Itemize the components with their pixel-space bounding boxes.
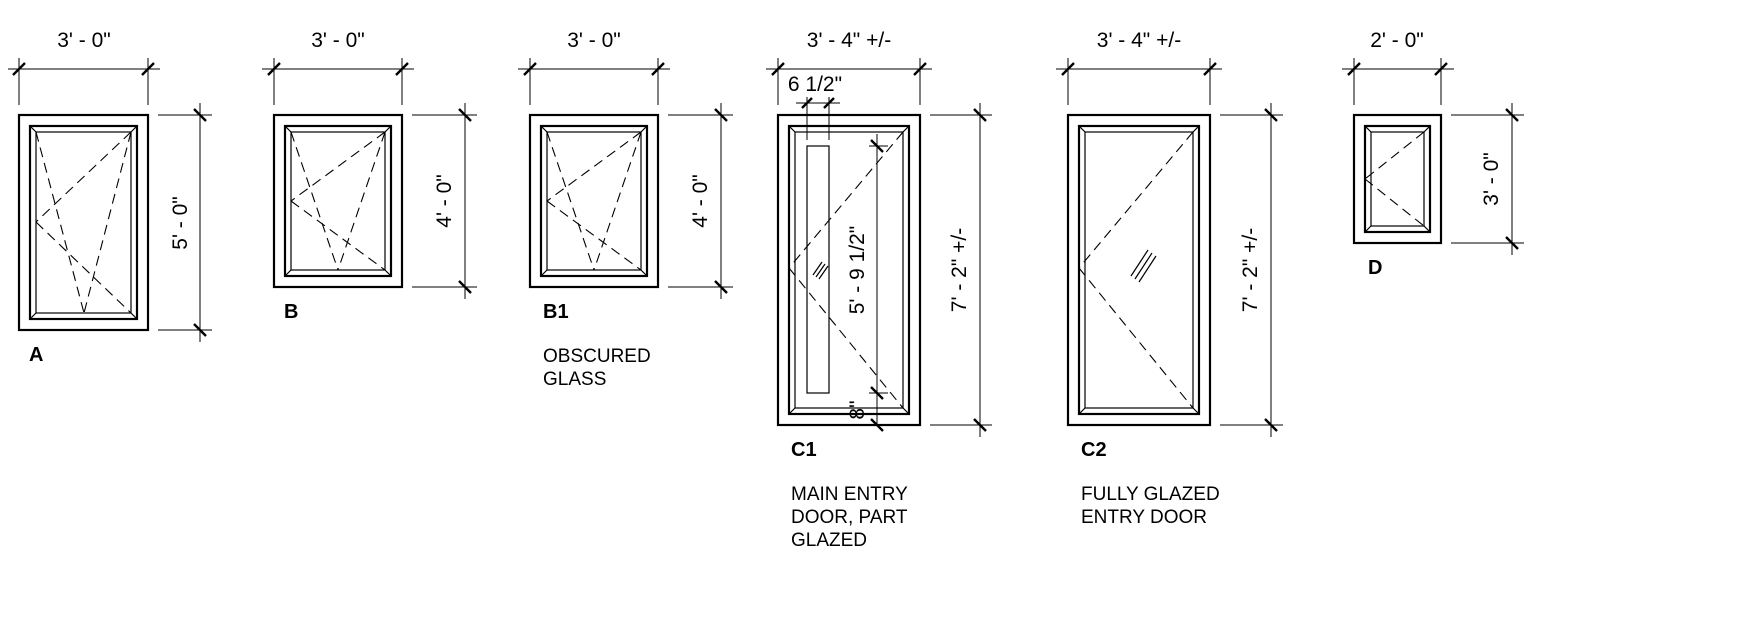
door-c1-glazed-panel bbox=[806, 145, 830, 394]
door-c1-panel-height-dimension: 5' - 9 1/2" 8" bbox=[846, 134, 888, 432]
door-c2-frame bbox=[1066, 113, 1212, 427]
window-a-height-label: 5' - 0" bbox=[169, 196, 192, 249]
window-d-height-dimension: 3' - 0" bbox=[1451, 103, 1524, 255]
door-c2-note-line-1: FULLY GLAZED bbox=[1081, 484, 1220, 505]
window-b-width-label: 3' - 0" bbox=[311, 29, 364, 52]
door-c1-note-line-2: DOOR, PART bbox=[791, 507, 908, 528]
window-b1-height-label: 4' - 0" bbox=[689, 174, 712, 227]
door-c1-panel-height-label: 5' - 9 1/2" bbox=[846, 226, 869, 315]
door-c1-swing-lines bbox=[788, 131, 904, 409]
door-c2-note-line-2: ENTRY DOOR bbox=[1081, 507, 1207, 528]
door-c1-height-label: 7' - 2" +/- bbox=[948, 228, 971, 312]
door-c1-note-line-3: GLAZED bbox=[791, 530, 867, 551]
door-c2-height-dimension: 7' - 2" +/- bbox=[1220, 103, 1283, 437]
window-b-tag: B bbox=[284, 301, 298, 323]
window-b1-swing-lines bbox=[546, 131, 642, 271]
window-b-height-label: 4' - 0" bbox=[433, 174, 456, 227]
window-b1: 3' - 0" 4' - 0" B1 OBSCURED GLASS bbox=[518, 29, 733, 390]
window-b-frame bbox=[272, 113, 404, 289]
window-a-tag: A bbox=[29, 344, 43, 366]
window-d-width-dimension: 2' - 0" bbox=[1342, 29, 1454, 105]
door-c2-height-label: 7' - 2" +/- bbox=[1239, 228, 1262, 312]
window-a-frame bbox=[17, 113, 150, 332]
window-b-width-dimension: 3' - 0" bbox=[262, 29, 414, 105]
window-b-swing-lines bbox=[290, 131, 386, 271]
window-b1-width-label: 3' - 0" bbox=[567, 29, 620, 52]
door-c2: 3' - 4" +/- 7' - 2" +/- C2 FULLY GLAZED … bbox=[1056, 29, 1283, 528]
door-c1-width-label: 3' - 4" +/- bbox=[807, 29, 891, 52]
window-d-height-label: 3' - 0" bbox=[1480, 152, 1503, 205]
window-a-width-label: 3' - 0" bbox=[57, 29, 110, 52]
window-b1-width-dimension: 3' - 0" bbox=[518, 29, 670, 105]
door-c1-bottom-label: 8" bbox=[846, 400, 869, 419]
window-b1-note-line-2: GLASS bbox=[543, 369, 606, 390]
window-d-swing-lines bbox=[1364, 131, 1425, 227]
door-c1-width-dimension: 3' - 4" +/- bbox=[766, 29, 932, 105]
door-c1-panel-width-dimension: 6 1/2" bbox=[788, 73, 842, 140]
window-b1-height-dimension: 4' - 0" bbox=[668, 103, 733, 299]
door-c2-glass-hatch bbox=[1130, 249, 1157, 283]
window-a-swing-lines bbox=[35, 131, 132, 314]
window-a-width-dimension: 3' - 0" bbox=[8, 29, 160, 105]
door-c1-panel-width-label: 6 1/2" bbox=[788, 73, 842, 96]
window-d-tag: D bbox=[1368, 257, 1382, 279]
door-c1-height-dimension: 7' - 2" +/- bbox=[930, 103, 992, 437]
window-b: 3' - 0" 4' - 0" B bbox=[262, 29, 477, 323]
door-c2-width-dimension: 3' - 4" +/- bbox=[1056, 29, 1222, 105]
window-a-height-dimension: 5' - 0" bbox=[158, 103, 212, 342]
door-c2-width-label: 3' - 4" +/- bbox=[1097, 29, 1181, 52]
door-c1-tag: C1 bbox=[791, 439, 817, 461]
door-c1-glass-hatch bbox=[812, 261, 829, 280]
door-c1-frame bbox=[776, 113, 922, 427]
window-d-width-label: 2' - 0" bbox=[1370, 29, 1423, 52]
door-c1: 3' - 4" +/- 6 1/2" bbox=[766, 29, 992, 551]
window-b1-tag: B1 bbox=[543, 301, 569, 323]
door-c1-note-line-1: MAIN ENTRY bbox=[791, 484, 908, 505]
window-b1-note-line-1: OBSCURED bbox=[543, 346, 651, 367]
window-d-frame bbox=[1352, 113, 1443, 245]
window-b-height-dimension: 4' - 0" bbox=[412, 103, 477, 299]
window-d: 2' - 0" 3' - 0" D bbox=[1342, 29, 1524, 279]
door-c2-swing-lines bbox=[1078, 131, 1194, 409]
window-a: 3' - 0" 5' - 0" A bbox=[8, 29, 212, 366]
window-b1-frame bbox=[528, 113, 660, 289]
door-c2-tag: C2 bbox=[1081, 439, 1107, 461]
